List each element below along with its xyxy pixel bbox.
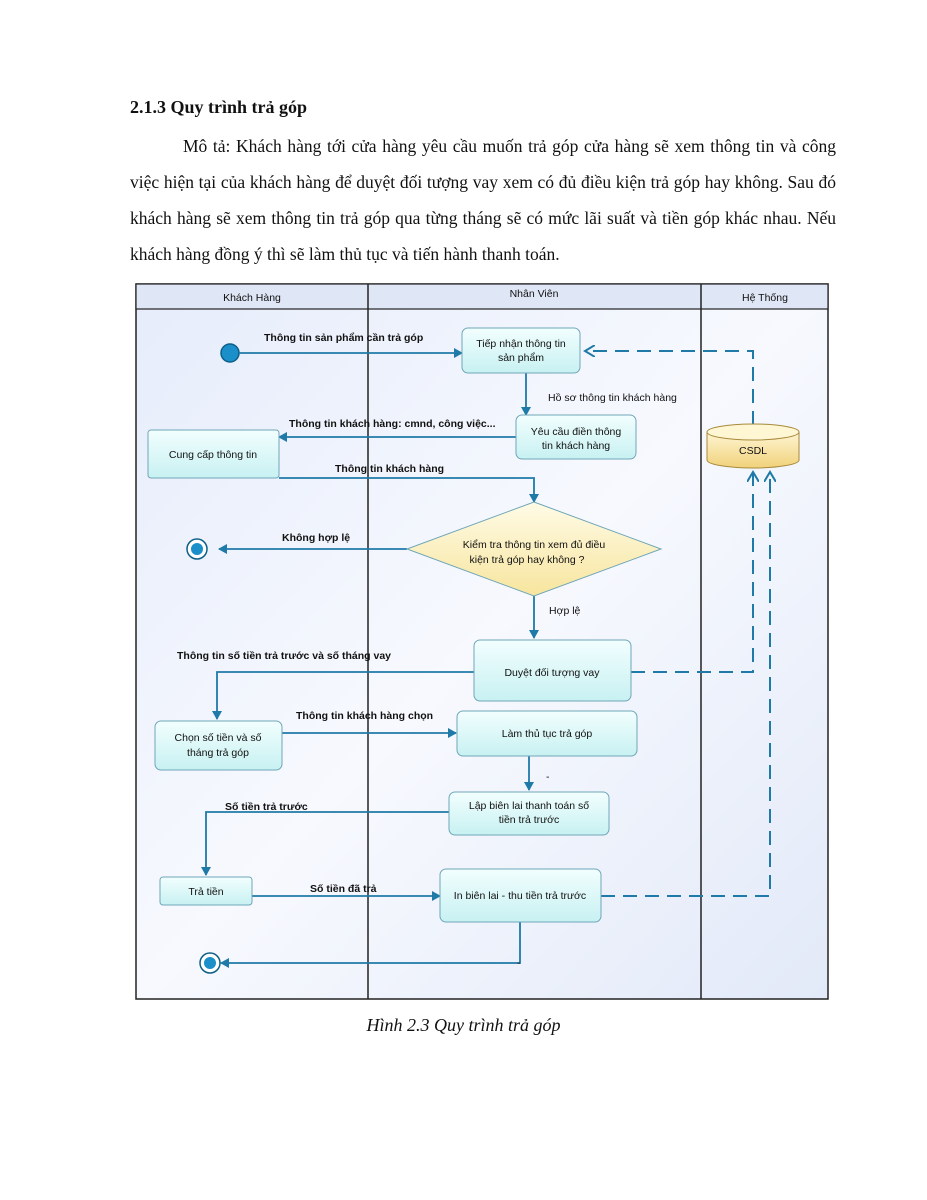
link-approve-to-db bbox=[631, 472, 753, 673]
node-receipt-line2: tiền trả trước bbox=[499, 814, 560, 826]
node-choose-line1: Chọn số tiền và số bbox=[175, 732, 262, 744]
node-receipt-line1: Lập biên lai thanh toán số bbox=[469, 800, 589, 812]
node-request-fill-line1: Yêu cầu điền thông bbox=[531, 426, 622, 438]
description-paragraph: Mô tả: Khách hàng tới cửa hàng yêu cầu m… bbox=[130, 128, 836, 272]
label-customer-info: Thông tin khách hàng bbox=[335, 463, 444, 475]
label-customer-choice: Thông tin khách hàng chọn bbox=[296, 710, 433, 722]
node-receive-info-line2: sản phẩm bbox=[498, 352, 544, 364]
flow-approve-to-choose bbox=[212, 671, 474, 720]
end-node-final bbox=[199, 952, 221, 974]
label-dash-2: - bbox=[517, 957, 521, 969]
database-cylinder: CSDL bbox=[706, 423, 800, 469]
label-prepay-months: Thông tin số tiền trả trước và số tháng … bbox=[177, 650, 391, 662]
node-provide-info: Cung cấp thông tin bbox=[147, 429, 280, 479]
label-prepay-amount: Số tiền trả trước bbox=[225, 801, 308, 813]
link-print-to-db bbox=[601, 472, 770, 897]
description-line-1: Mô tả: Khách hàng tới cửa hàng yêu cầu m… bbox=[183, 136, 775, 156]
label-customer-profile: Hồ sơ thông tin khách hàng bbox=[548, 392, 677, 404]
node-procedure: Làm thủ tục trả góp bbox=[456, 710, 638, 757]
description-line-3: hay không. Sau đó khách hàng sẽ xem thôn… bbox=[130, 172, 836, 228]
node-print-receipt: In biên lai - thu tiền trả trước bbox=[439, 868, 602, 923]
link-db-to-receive bbox=[585, 351, 754, 425]
node-check-condition: Kiểm tra thông tin xem đủ điều kiện trả … bbox=[405, 501, 663, 597]
node-receive-info: Tiếp nhận thông tin sản phẩm bbox=[461, 327, 581, 374]
node-procedure-line1: Làm thủ tục trả góp bbox=[502, 728, 593, 740]
label-valid: Hợp lệ bbox=[549, 605, 581, 617]
node-choose-line2: tháng trả góp bbox=[187, 747, 249, 759]
end-node-invalid bbox=[186, 538, 208, 560]
lane-header-bar bbox=[135, 283, 829, 310]
database-label: CSDL bbox=[739, 445, 767, 457]
label-paid-amount: Số tiền đã trả bbox=[310, 883, 377, 895]
label-dash-1: - bbox=[546, 771, 550, 783]
node-check-line2: kiện trả góp hay không ? bbox=[470, 554, 585, 566]
node-request-fill: Yêu cầu điền thông tin khách hàng bbox=[515, 414, 637, 460]
flow-receipt-to-pay bbox=[201, 811, 449, 876]
node-check-line1: Kiểm tra thông tin xem đủ điều bbox=[463, 539, 606, 551]
node-pay-line1: Trả tiền bbox=[188, 886, 223, 898]
label-invalid: Không hợp lệ bbox=[282, 532, 350, 544]
lane-staff-title: Nhân Viên bbox=[510, 288, 559, 300]
node-approve-line1: Duyệt đối tượng vay bbox=[504, 667, 600, 679]
description-line-2: và công việc hiện tại của khách hàng để … bbox=[130, 136, 836, 192]
lane-customer-title: Khách Hàng bbox=[223, 292, 281, 304]
node-receipt-prepay: Lập biên lai thanh toán số tiền trả trướ… bbox=[448, 791, 610, 836]
section-heading: 2.1.3 Quy trình trả góp bbox=[130, 97, 308, 117]
label-customer-info-detail: Thông tin khách hàng: cmnd, công việc... bbox=[289, 418, 496, 430]
node-print-line1: In biên lai - thu tiền trả trước bbox=[454, 890, 586, 902]
flow-print-to-end bbox=[220, 922, 521, 968]
node-pay: Trả tiền bbox=[159, 876, 253, 906]
flow-provide-to-check bbox=[279, 477, 539, 503]
lane-system-title: Hệ Thống bbox=[742, 292, 788, 304]
label-product-info: Thông tin sản phẩm cần trả góp bbox=[264, 332, 423, 344]
node-request-fill-line2: tin khách hàng bbox=[542, 440, 610, 452]
description-line-4: và tiền góp khác nhau. Nếu khách hàng đồ… bbox=[130, 208, 837, 264]
node-provide-info-line1: Cung cấp thông tin bbox=[169, 449, 257, 461]
node-approve: Duyệt đối tượng vay bbox=[473, 639, 632, 702]
figure-caption: Hình 2.3 Quy trình trả góp bbox=[366, 1015, 561, 1035]
node-receive-info-line1: Tiếp nhận thông tin bbox=[476, 338, 566, 350]
node-choose-amount: Chọn số tiền và số tháng trả góp bbox=[154, 720, 283, 771]
start-node bbox=[220, 343, 240, 363]
